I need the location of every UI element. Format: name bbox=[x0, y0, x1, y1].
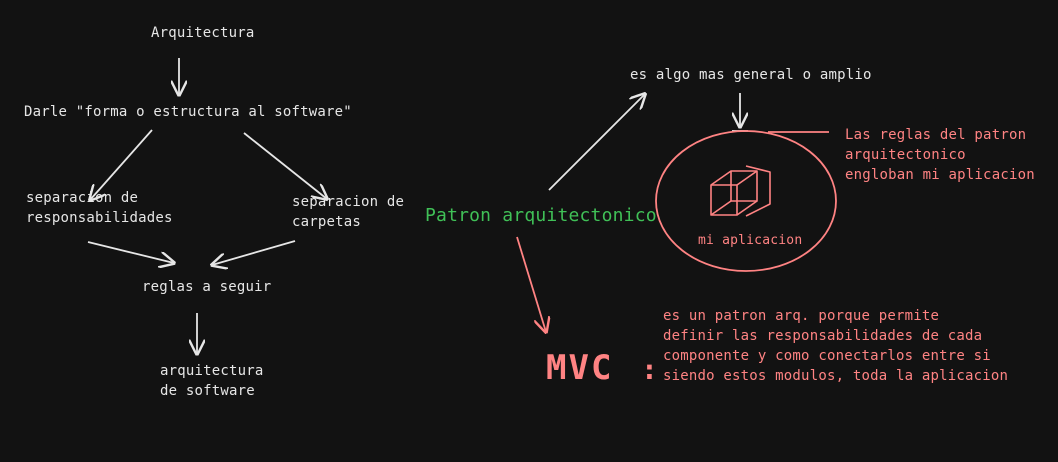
arrow-separacion-carp-to-reglas bbox=[212, 240, 296, 265]
label-patron-arquitectonico: Patron arquitectonico bbox=[425, 205, 657, 226]
label-mvc-colon: : bbox=[641, 353, 659, 386]
arrow-darle-to-separacion-resp bbox=[90, 129, 153, 200]
label-mi-aplicacion: mi aplicacion bbox=[698, 233, 803, 248]
label-reglas-a-seguir: reglas a seguir bbox=[142, 279, 272, 295]
label-general-amplio: es algo mas general o amplio bbox=[630, 67, 872, 83]
label-reglas-patron: Las reglas del patron arquitectonico eng… bbox=[845, 127, 1035, 183]
application-circle bbox=[655, 130, 837, 272]
arrow-patron-to-general bbox=[548, 94, 645, 191]
cube-icon bbox=[710, 165, 771, 217]
label-arquitectura: Arquitectura bbox=[151, 25, 255, 41]
arrow-patron-to-mvc bbox=[516, 236, 546, 332]
arrow-separacion-resp-to-reglas bbox=[87, 241, 174, 263]
label-arquitectura-de-software: arquitectura de software bbox=[160, 363, 264, 399]
label-separacion-responsabilidades: separacion de responsabilidades bbox=[26, 190, 173, 226]
label-mvc: MVC bbox=[546, 348, 614, 388]
label-separacion-carpetas: separacion de carpetas bbox=[292, 194, 405, 230]
label-mvc-description: es un patron arq. porque permite definir… bbox=[663, 308, 1009, 384]
arrow-darle-to-separacion-carp bbox=[243, 132, 327, 199]
label-darle-forma: Darle "forma o estructura al software" bbox=[24, 104, 352, 120]
